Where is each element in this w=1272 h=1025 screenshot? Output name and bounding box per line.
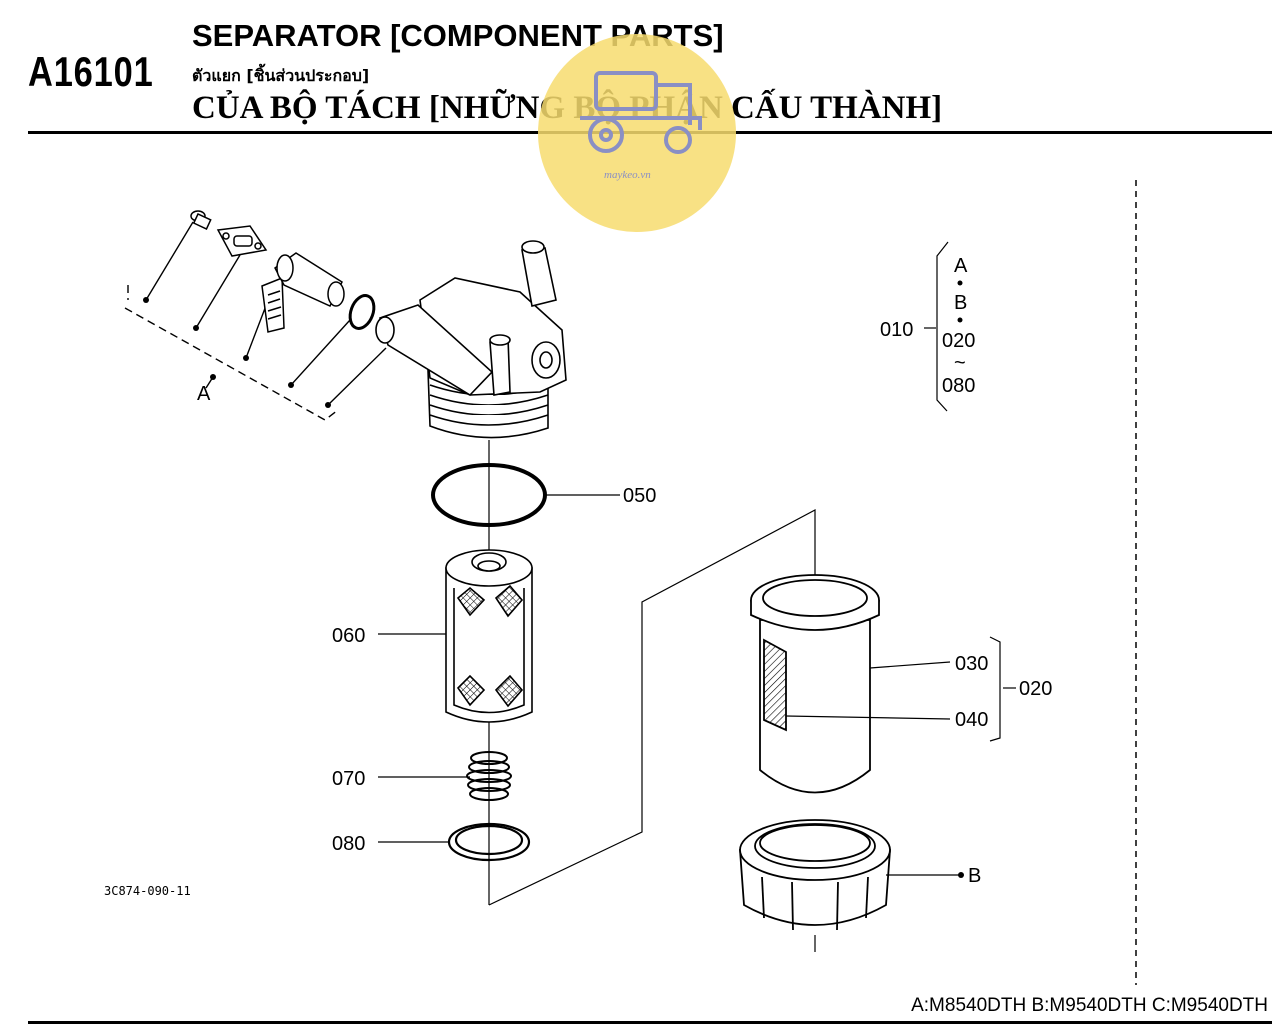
group-a-assembly: [124, 221, 387, 421]
ref-b-dot: [958, 872, 964, 878]
diagram-code: A16101: [28, 48, 154, 95]
key-dot-a: [957, 280, 963, 286]
callout-020: 020: [1019, 678, 1052, 700]
callout-ref-b: B: [968, 865, 981, 887]
group-a-dots: [143, 297, 331, 408]
bowl-030-part: [750, 574, 880, 794]
retaining-nut-part: [739, 819, 891, 931]
callout-060: 060: [332, 625, 365, 647]
reference-number: 3C874-090-11: [104, 884, 191, 898]
callout-030: 030: [955, 653, 988, 675]
separator-head-part: [375, 240, 567, 439]
spring-070-part: [466, 751, 512, 801]
gasket-plate-part: [216, 225, 268, 257]
bowl-assembly-axis: [488, 509, 816, 906]
key-dot-b: [957, 317, 963, 323]
watermark-badge: maykeo.vn: [538, 34, 736, 232]
callout-050: 050: [623, 485, 656, 507]
bolt-part: [190, 210, 212, 230]
tractor-icon: [580, 71, 702, 154]
watermark-circle: [538, 34, 736, 232]
key-a: A: [954, 255, 968, 277]
callout-080: 080: [332, 833, 365, 855]
filter-element-060-part: [445, 549, 533, 723]
lever-part: [261, 276, 285, 333]
key-tilde: ~: [954, 352, 966, 374]
key-010: 010: [880, 319, 913, 341]
callout-040: 040: [955, 709, 988, 731]
key-to: 080: [942, 375, 975, 397]
key-b: B: [954, 292, 967, 314]
o-ring-small-part: [348, 294, 376, 330]
valve-cock-part: [274, 252, 345, 307]
watermark-text: maykeo.vn: [604, 169, 651, 181]
callout-070: 070: [332, 768, 365, 790]
footer-rule: [28, 1021, 1272, 1024]
model-applicability: A:M8540DTH B:M9540DTH C:M9540DTH: [911, 995, 1268, 1016]
callout-leaders: [378, 241, 1016, 876]
key-from: 020: [942, 330, 975, 352]
title-thai: ตัวแยก [ชิ้นส่วนประกอบ]: [192, 66, 370, 85]
callout-group-a: A: [197, 383, 211, 405]
